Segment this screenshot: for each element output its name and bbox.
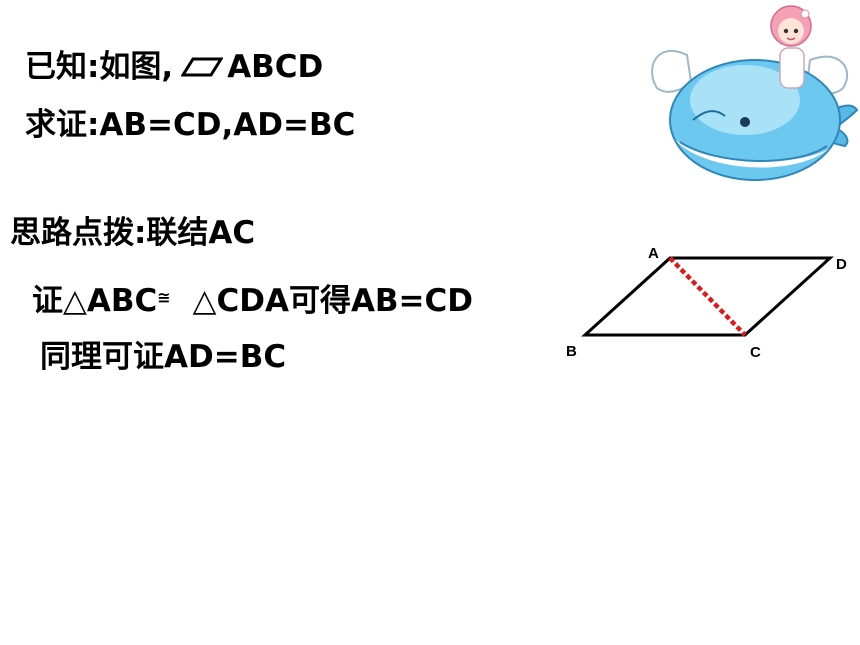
- hint-line: 思路点拨:联结AC: [10, 215, 256, 251]
- parallelogram-icon: [180, 53, 224, 84]
- given-shape: ABCD: [227, 49, 324, 85]
- parallelogram-edges: [581, 256, 834, 337]
- label-a: A: [648, 245, 659, 262]
- given-prefix: 已知:如图,: [25, 49, 174, 85]
- given-line: 已知:如图, ABCD: [25, 52, 323, 84]
- prove-line: 求证:AB=CD,AD=BC: [25, 107, 356, 143]
- proof-triangle-abc: 证△ABC: [32, 283, 158, 319]
- proof-line-2: 同理可证AD=BC: [40, 339, 287, 375]
- label-b: B: [566, 343, 577, 360]
- label-d: D: [836, 256, 847, 273]
- diagonal-ac: [668, 256, 747, 337]
- proof-triangle-cda: △CDA可得AB=CD: [192, 283, 474, 319]
- proof-line-1: 证△ABC≅ △CDA可得AB=CD: [32, 286, 473, 317]
- label-c: C: [750, 344, 761, 361]
- congruent-symbol: ≅: [157, 288, 171, 307]
- parallelogram-figure: A D B C: [566, 245, 847, 361]
- whale-girl-icon: [651, 5, 859, 181]
